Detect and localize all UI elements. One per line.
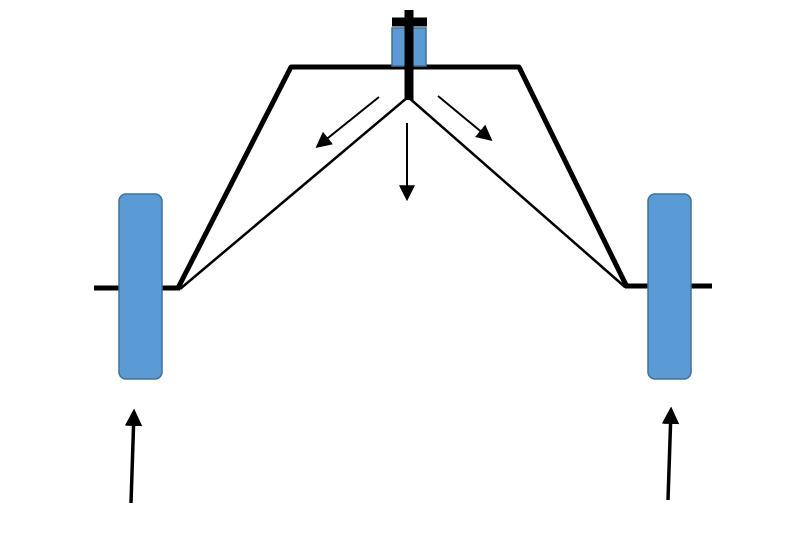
left-reaction-arrow xyxy=(124,408,143,504)
right-wheel xyxy=(647,193,692,380)
right-reaction-arrow xyxy=(661,406,680,501)
left-cable xyxy=(179,96,409,290)
force-arrow-down-left xyxy=(315,96,380,149)
left-wheel xyxy=(118,193,163,380)
right-cable xyxy=(407,96,626,288)
force-arrow-down-right xyxy=(437,95,493,142)
